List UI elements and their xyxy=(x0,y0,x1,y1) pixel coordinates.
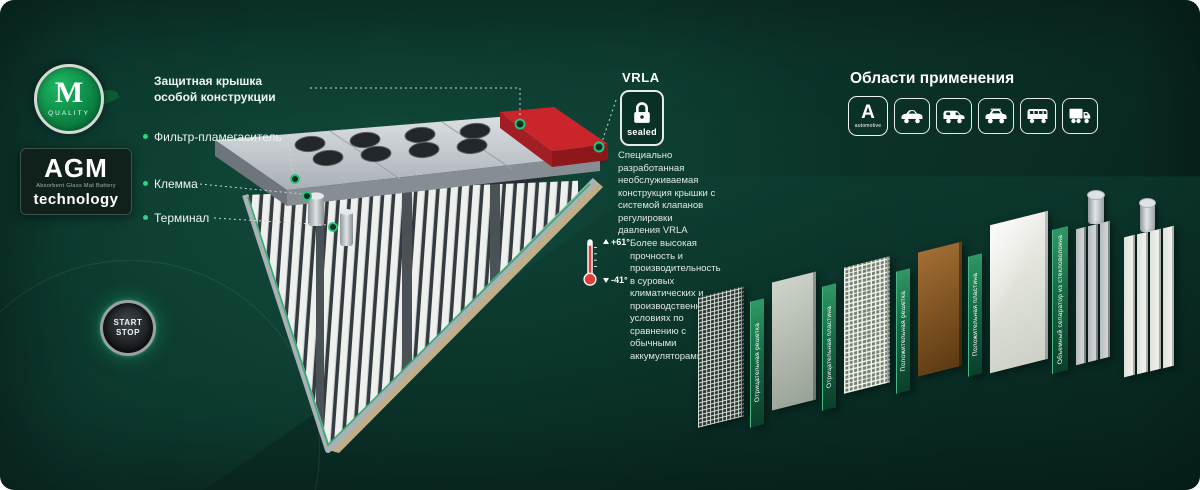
callout-terminal-label: Терминал xyxy=(142,211,210,225)
agm-technology-badge: AGM Absorbent Glass Mat Battery technolo… xyxy=(20,148,132,215)
background-arc-decoration xyxy=(0,260,320,490)
callout-cover-label: Защитная крышка особой конструкции xyxy=(154,74,276,104)
terminal-post xyxy=(1087,190,1105,224)
vrla-description: Специально разработанная необслуживаемая… xyxy=(618,150,716,237)
automotive-badge-caption: automotive xyxy=(854,123,882,129)
vrla-durability-text: Более высокая прочность и производительн… xyxy=(630,238,721,362)
agm-title: AGM xyxy=(44,153,108,183)
callout-dot xyxy=(290,174,300,184)
start-stop-icon: START STOP xyxy=(100,300,156,356)
vrla-title: VRLA xyxy=(622,70,660,85)
thermometer-icon xyxy=(580,236,600,293)
agm-subtitle: Absorbent Glass Mat Battery xyxy=(36,182,116,189)
battery-cover xyxy=(215,114,600,206)
layer-label: Положительная пластина xyxy=(972,272,979,358)
temp-low: -41° xyxy=(611,275,628,285)
quality-seal-badge: M QUALITY xyxy=(34,64,120,134)
terminal-posts xyxy=(308,192,353,246)
layer-negative-plate-ribbon: Отрицательная пластина xyxy=(822,283,836,411)
assembled-plate xyxy=(1088,223,1098,363)
minivan-icon xyxy=(936,98,972,134)
callout-dot xyxy=(302,191,312,201)
layer-negative-grid xyxy=(698,286,744,428)
layer-negative-grid-ribbon: Отрицательная решетка xyxy=(750,298,764,428)
layer-fiberglass-separator-ribbon: Объемный сепаратор из стекловолокна xyxy=(1052,226,1068,374)
assembled-plate xyxy=(1076,226,1086,366)
vent-holes xyxy=(294,122,491,167)
callout-dot xyxy=(514,118,526,130)
layer-label: Положительная решетка xyxy=(900,289,907,372)
assembled-plate xyxy=(1137,231,1148,375)
red-valve-cap xyxy=(500,107,608,167)
assembled-plate xyxy=(1100,220,1110,360)
automotive-badge-letter: A xyxy=(861,102,875,123)
callout-clamp-label: Клемма xyxy=(143,177,198,191)
truck-icon xyxy=(1062,98,1098,134)
layer-fiberglass-separator xyxy=(990,210,1048,374)
minibus-icon xyxy=(1020,98,1056,134)
quality-letter: M xyxy=(54,75,84,109)
quality-caption: QUALITY xyxy=(48,109,90,117)
layer-label: Отрицательная пластина xyxy=(826,305,833,389)
callout-dot xyxy=(593,141,605,153)
layer-positive-grid xyxy=(844,256,890,394)
callout-dot xyxy=(328,222,338,232)
sealed-lock-badge: sealed xyxy=(620,90,664,146)
layer-negative-plate xyxy=(772,271,816,411)
assembled-plate xyxy=(1124,234,1135,378)
callout-filter-label: Фильтр-пламегаситель xyxy=(143,130,282,144)
temp-down-arrow-icon xyxy=(603,278,609,283)
terminal-post xyxy=(1139,198,1156,232)
lock-icon xyxy=(634,102,650,123)
suv-icon xyxy=(978,98,1014,134)
sealed-label: sealed xyxy=(627,127,657,137)
layer-positive-plate-ribbon: Положительная пластина xyxy=(968,253,982,377)
layer-label: Отрицательная решетка xyxy=(754,322,761,404)
sedan-car-icon xyxy=(894,98,930,134)
layer-label: Объемный сепаратор из стекловолокна xyxy=(1057,234,1064,366)
assembled-plate xyxy=(1150,228,1161,372)
temp-high: +61° xyxy=(611,237,630,247)
stop-label: STOP xyxy=(115,327,141,337)
applications-title: Области применения xyxy=(850,70,1015,87)
temp-up-arrow-icon xyxy=(603,239,609,244)
automotive-badge: A automotive xyxy=(848,96,888,136)
start-label: START xyxy=(113,317,143,327)
quality-seal-circle: M QUALITY xyxy=(34,64,104,134)
layer-positive-plate xyxy=(918,241,962,377)
assembled-plate xyxy=(1163,225,1174,369)
agm-technology-label: technology xyxy=(33,190,119,208)
layer-positive-grid-ribbon: Положительная решетка xyxy=(896,268,910,394)
applications-icons-row: A automotive xyxy=(848,96,1098,136)
